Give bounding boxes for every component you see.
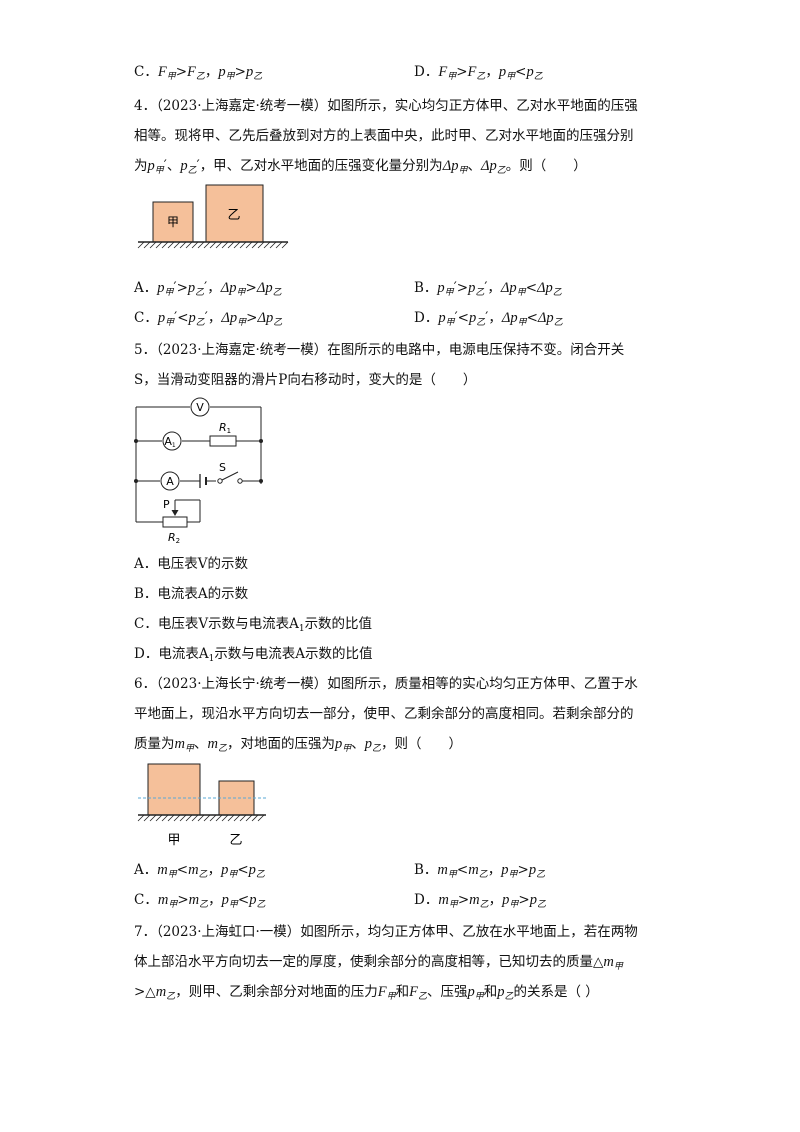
q7-stem-line2: 体上部沿水平方向切去一定的厚度，使剩余部分的高度相等，已知切去的质量△m甲 — [134, 954, 623, 972]
rheostat-r2 — [162, 516, 188, 528]
slider-arrow-icon — [171, 510, 179, 516]
q5-stem-line1: 5．（2023·上海嘉定·统考一模）在图所示的电路中，电源电压保持不变。闭合开关 — [134, 342, 625, 358]
q5-option-c: C．电压表V示数与电流表A1示数的比值 — [134, 616, 373, 634]
block-jia-label: 甲 — [167, 833, 180, 848]
q6-stem-line3: 质量为m甲、m乙，对地面的压强为p甲、p乙，则（ ） — [134, 736, 463, 754]
switch-contact-right — [237, 478, 243, 484]
q7-stem-line3: >△m乙，则甲、乙剩余部分对地面的压力F甲和F乙、压强p甲和p乙的关系是（ ） — [134, 984, 599, 1002]
q4-figure: 甲 乙 — [137, 184, 289, 249]
q4-stem-line1: 4．（2023·上海嘉定·统考一模）如图所示，实心均匀正方体甲、乙对水平地面的压… — [134, 98, 638, 114]
q3-option-c: C．F甲>F乙，p甲>p乙 — [134, 64, 263, 82]
block-jia — [152, 201, 194, 243]
q5-option-a: A．电压表V的示数 — [134, 556, 248, 572]
q4-option-a: A．p甲′>p乙′，Δp甲>Δp乙 — [134, 280, 282, 298]
block-yi-label: 乙 — [227, 208, 240, 223]
q5-circuit: V A1 R1 A S P R2 — [134, 397, 263, 544]
q4-stem-line3: 为p甲′、p乙′，甲、乙对水平地面的压强变化量分别为Δp甲、Δp乙。则（ ） — [134, 158, 587, 176]
q6-stem-line2: 平地面上，现沿水平方向切去一部分，使甲、乙剩余部分的高度相同。若剩余部分的 — [134, 706, 634, 722]
q6-option-a: A．m甲<m乙，p甲<p乙 — [134, 862, 265, 880]
ground-hatch — [137, 241, 289, 249]
ground-hatch — [137, 814, 265, 822]
voltmeter-label: V — [196, 401, 204, 414]
block-jia-label: 甲 — [167, 215, 179, 229]
block-yi-label: 乙 — [229, 833, 242, 848]
q5-option-d: D．电流表A1示数与电流表A示数的比值 — [134, 646, 373, 664]
voltmeter-icon — [190, 397, 210, 417]
switch-label: S — [219, 461, 226, 474]
q4-option-d: D．p甲′<p乙′，Δp甲<Δp乙 — [414, 310, 563, 328]
q6-figure: 甲 乙 — [137, 763, 266, 848]
q5-option-b: B．电流表A的示数 — [134, 586, 249, 602]
slider-p-label: P — [163, 498, 170, 511]
q3-option-d: D．F甲>F乙，p甲<p乙 — [414, 64, 543, 82]
resistor-r1-label: R1 — [219, 421, 231, 435]
block-yi — [205, 184, 264, 243]
q6-stem-line1: 6．（2023·上海长宁·统考一模）如图所示，质量相等的实心均匀正方体甲、乙置于… — [134, 676, 638, 692]
resistor-r1 — [209, 435, 237, 447]
q6-option-c: C．m甲>m乙，p甲<p乙 — [134, 892, 266, 910]
q4-option-b: B．p甲′>p乙′，Δp甲<Δp乙 — [414, 280, 562, 298]
q5-stem-line2: S，当滑动变阻器的滑片P向右移动时，变大的是（ ） — [134, 372, 477, 388]
q7-stem-line1: 7．（2023·上海虹口·一模）如图所示，均匀正方体甲、乙放在水平地面上，若在两… — [134, 924, 638, 940]
q4-option-c: C．p甲′<p乙′，Δp甲>Δp乙 — [134, 310, 283, 328]
ammeter-a1-icon — [162, 431, 182, 451]
switch-contact-left — [217, 478, 223, 484]
q6-option-b: B．m甲<m乙，p甲>p乙 — [414, 862, 546, 880]
ammeter-a1-label: A1 — [164, 435, 176, 449]
block-jia — [147, 763, 201, 816]
q4-stem-line2: 相等。现将甲、乙先后叠放到对方的上表面中央，此时甲、乙对水平地面的压强分别 — [134, 128, 634, 144]
junction-dots — [134, 439, 263, 483]
ammeter-a-icon — [160, 471, 180, 491]
ammeter-a-label: A — [166, 475, 174, 488]
q6-option-d: D．m甲>m乙，p甲>p乙 — [414, 892, 546, 910]
rheostat-r2-label: R2 — [168, 531, 180, 544]
